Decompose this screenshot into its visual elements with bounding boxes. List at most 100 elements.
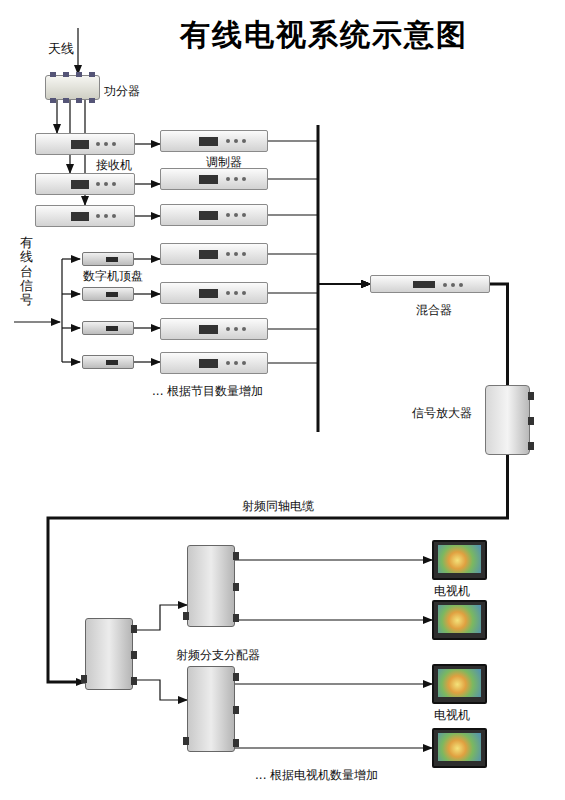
tv-screen [438,669,481,697]
port-connector [63,98,69,103]
device-box [432,600,487,640]
device-display [199,211,218,220]
device-box [82,355,134,369]
device-button [242,213,246,217]
device-label: 数字机顶盘 [83,269,143,283]
connector [490,284,508,385]
tv-screen [438,545,481,573]
tv-screen [438,605,481,633]
device-button [226,252,230,256]
note-label: ... 根据节目数量增加 [152,384,263,398]
port-connector [131,677,137,685]
port-connector [233,706,239,714]
device-box [82,287,134,301]
device-button [242,139,246,143]
device-box: 信号放大器 [485,385,530,455]
device-display [106,360,118,365]
device-label: 射频分支分配器 [176,648,260,662]
device-button [234,139,238,143]
device-box: 电视机 [432,664,487,704]
port-connector [528,392,534,400]
device-button [242,361,246,365]
device-button [112,182,116,186]
tv-screen [438,733,481,761]
device-display [199,250,218,259]
device-display [106,292,118,297]
device-box [35,205,135,227]
device-label: 信号放大器 [412,406,472,420]
note-label: ... 根据电视机数量增加 [255,768,378,782]
device-display [71,180,89,189]
connector [133,605,187,630]
device-display [199,175,218,184]
device-button [234,252,238,256]
port-connector [50,98,56,103]
connector [235,683,432,684]
device-display [413,281,435,288]
port-connector [233,583,239,591]
device-button [234,291,238,295]
device-button [226,139,230,143]
bus-line [317,125,320,432]
device-box [85,618,133,690]
input-branch [62,327,80,328]
device-box [160,352,268,374]
input-bus [61,259,62,362]
device-display [199,359,218,368]
connector [134,258,160,259]
device-box [160,282,268,304]
device-box: 功分器 [45,75,100,100]
device-box: 调制器 [160,130,268,152]
device-button [234,177,238,181]
device-display [199,325,218,334]
device-box [35,173,135,195]
connector [56,100,57,133]
port-connector [50,72,56,77]
device-button [242,177,246,181]
device-box: 射频分支分配器 [187,666,235,752]
device-button [226,291,230,295]
device-label: 调制器 [206,155,242,169]
device-button [96,214,100,218]
device-box: 接收机 [35,133,135,155]
edge-label: 射频同轴电缆 [240,499,316,513]
device-button [226,327,230,331]
port-connector [183,612,189,620]
port-connector [183,737,189,745]
device-box [187,545,235,627]
device-box: 数字机顶盘 [82,252,134,266]
connector [235,747,432,748]
connector [135,143,160,144]
port-connector [528,417,534,425]
device-button [242,291,246,295]
device-box: 电视机 [432,540,487,580]
port-connector [76,98,82,103]
device-box [432,728,487,768]
connector [135,183,160,184]
port-connector [131,651,137,659]
connector [135,215,160,216]
connector [235,559,432,560]
connector [134,361,160,362]
port-connector [233,552,239,560]
input-branch [62,361,80,362]
device-button [451,283,455,287]
device-display [71,212,89,221]
device-label: 接收机 [96,158,132,172]
input-branch [62,258,80,259]
connector [235,619,432,620]
device-button [104,142,108,146]
device-box [82,321,134,335]
device-box [160,318,268,340]
device-label: 混合器 [416,303,452,317]
device-display [71,140,89,149]
connector [133,680,187,700]
device-button [242,327,246,331]
device-label: 功分器 [104,84,140,98]
device-label: 电视机 [434,708,470,722]
device-box [160,168,268,190]
input-arrow [14,321,60,322]
vertical-label: 有线台信号 [20,236,33,307]
port-connector [63,72,69,77]
device-button [226,361,230,365]
